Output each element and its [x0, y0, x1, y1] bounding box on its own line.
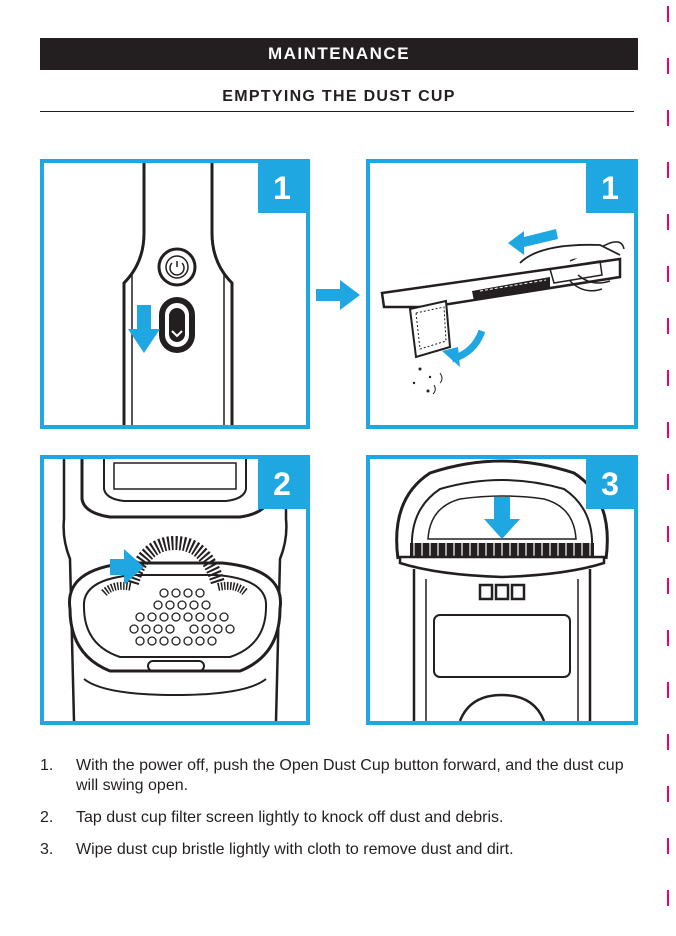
step-3-illustration-bristle: 3 — [366, 455, 638, 725]
subtitle-rule — [40, 111, 634, 112]
step-badge: 3 — [586, 459, 634, 509]
instructions-list: 1.With the power off, push the Open Dust… — [40, 756, 640, 872]
swing-open-arrow-icon — [442, 347, 460, 367]
step-badge: 1 — [586, 163, 634, 213]
step-badge: 2 — [258, 459, 306, 509]
step-1-illustration-empty: 1 — [366, 159, 638, 429]
section-header: MAINTENANCE — [40, 38, 638, 70]
instruction-step-2: 2.Tap dust cup filter screen lightly to … — [40, 808, 640, 828]
section-subtitle: EMPTYING THE DUST CUP — [40, 88, 638, 106]
step-badge: 1 — [258, 163, 306, 213]
open-dust-cup-icon — [410, 301, 450, 357]
page-edge-marks — [667, 0, 670, 936]
step-2-illustration-filter: 2 — [40, 455, 310, 725]
instruction-step-3: 3.Wipe dust cup bristle lightly with clo… — [40, 840, 640, 860]
instruction-step-1: 1.With the power off, push the Open Dust… — [40, 756, 640, 796]
step-1-illustration-handle: 1 — [40, 159, 310, 429]
right-arrow-icon — [316, 280, 360, 310]
push-down-arrow-icon — [128, 305, 160, 353]
